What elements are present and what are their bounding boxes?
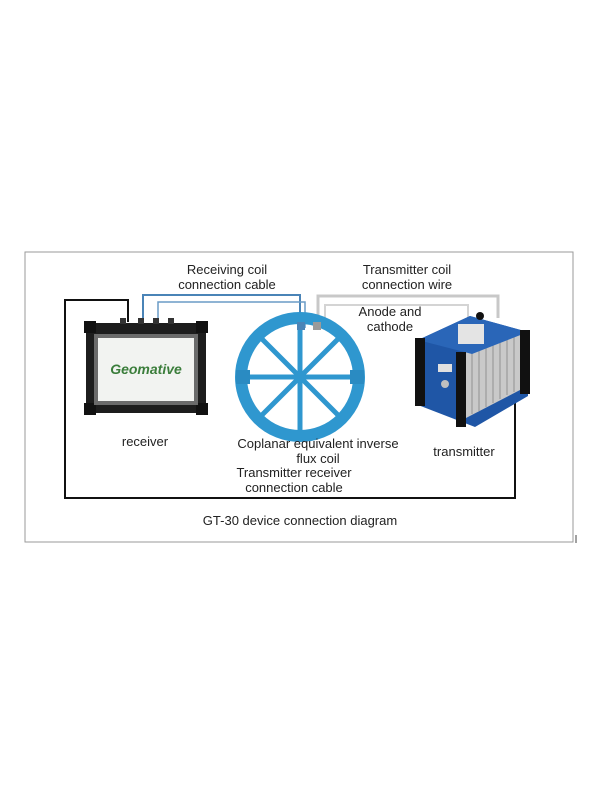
anode-cathode-label: Anode and cathode	[358, 304, 422, 334]
diagram-caption: GT-30 device connection diagram	[202, 513, 398, 528]
transmitter-receiver-cable-label: Transmitter receiver connection cable	[236, 465, 352, 495]
transmitter-coil-wire	[316, 294, 500, 328]
receiver-label: receiver	[121, 434, 169, 449]
receiving-coil-cable	[142, 294, 301, 328]
transmitter-coil-wire-label: Transmitter coil connection wire	[361, 262, 453, 292]
receiving-coil-cable-label: Receiving coil connection cable	[178, 262, 276, 292]
transmitter-device	[415, 312, 530, 427]
transmitter-coil-wire-2	[324, 304, 469, 328]
receiver-device	[84, 318, 208, 415]
receiver-brand-logo: Geomative	[110, 361, 182, 377]
coplanar-coil	[235, 312, 365, 442]
transmitter-label: transmitter	[433, 444, 495, 459]
coil-label: Coplanar equivalent inverse flux coil	[237, 436, 399, 466]
transmitter-receiver-cable	[64, 299, 516, 499]
